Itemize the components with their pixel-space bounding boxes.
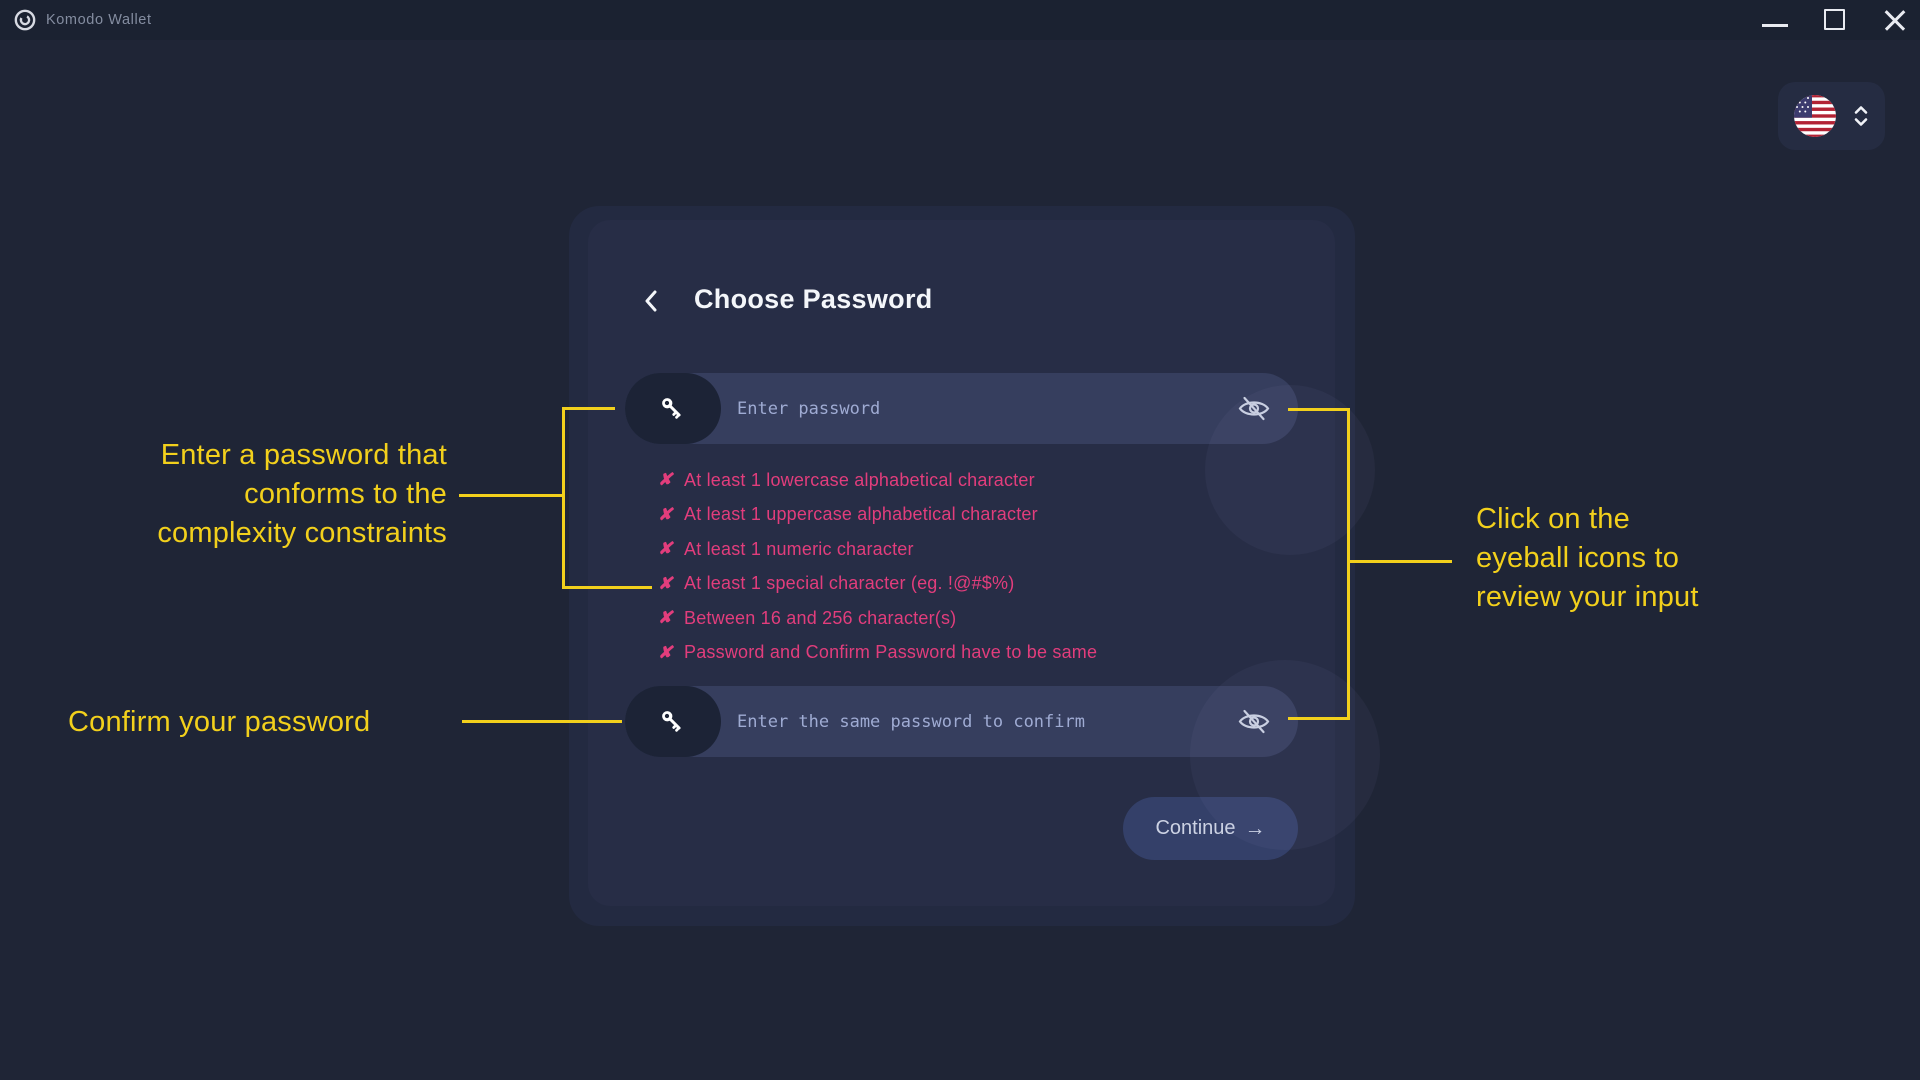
minimize-icon [1762, 24, 1788, 27]
connector-line [562, 586, 652, 589]
confirm-password-input[interactable] [737, 686, 1217, 757]
key-icon-badge [625, 686, 721, 757]
minimize-button[interactable] [1752, 0, 1798, 40]
requirement-text: At least 1 special character (eg. !@#$%) [684, 573, 1015, 593]
requirement-text: Between 16 and 256 character(s) [684, 607, 957, 628]
cross-mark-icon: ✘ [658, 573, 673, 593]
decorative-circle [1205, 385, 1375, 555]
requirement-text: At least 1 numeric character [684, 538, 914, 559]
maximize-button[interactable] [1812, 0, 1858, 40]
requirement-row: ✘ At least 1 numeric character [658, 535, 1097, 563]
connector-line [1347, 408, 1350, 720]
requirement-row: ✘ At least 1 special character (eg. !@#$… [658, 570, 1097, 598]
close-icon [1883, 8, 1907, 32]
cross-mark-icon: ✘ [658, 539, 673, 558]
connector-line [562, 407, 565, 589]
app-title: Komodo Wallet [46, 12, 152, 28]
password-input[interactable] [737, 373, 1217, 444]
eye-off-icon [1238, 709, 1270, 734]
sort-chevrons-icon [1852, 104, 1870, 133]
eye-off-icon [1238, 396, 1270, 421]
close-button[interactable] [1872, 0, 1918, 40]
toggle-password-visibility-button[interactable] [1234, 393, 1274, 425]
key-icon [662, 397, 681, 419]
connector-line [459, 494, 565, 497]
page-title: Choose Password [694, 284, 933, 314]
requirement-row: ✘ Between 16 and 256 character(s) [658, 604, 1097, 632]
connector-line [562, 407, 615, 410]
annotation-password-note: Enter a password that conforms to the co… [157, 439, 447, 549]
cross-mark-icon: ✘ [658, 470, 673, 489]
connector-line [1347, 560, 1452, 563]
arrow-right-icon: → [1244, 816, 1266, 840]
confirm-password-field[interactable] [625, 686, 1298, 757]
requirement-text: At least 1 lowercase alphabetical charac… [684, 469, 1035, 490]
cross-mark-icon: ✘ [658, 642, 673, 662]
toggle-confirm-visibility-button[interactable] [1234, 706, 1274, 738]
continue-button[interactable]: Continue → [1123, 797, 1298, 860]
choose-password-card: Choose Password ✘ [588, 220, 1335, 906]
annotation-eye-note: Click on the eyeball icons to review you… [1476, 503, 1699, 613]
annotation-confirm-note: Confirm your password [68, 706, 371, 738]
requirement-row: ✘ At least 1 lowercase alphabetical char… [658, 466, 1097, 494]
password-field[interactable] [625, 373, 1298, 444]
titlebar: Komodo Wallet [0, 0, 1920, 40]
back-button[interactable] [636, 286, 666, 316]
language-selector[interactable] [1778, 82, 1885, 150]
maximize-icon [1824, 9, 1845, 30]
cross-mark-icon: ✘ [658, 608, 673, 627]
key-icon-badge [625, 373, 721, 444]
requirement-text: At least 1 uppercase alphabetical charac… [684, 504, 1038, 524]
key-icon [662, 710, 681, 732]
requirement-text: Password and Confirm Password have to be… [684, 642, 1098, 662]
us-flag-icon [1793, 94, 1837, 138]
connector-line [1288, 408, 1350, 411]
connector-line [462, 720, 622, 723]
requirement-row: ✘ Password and Confirm Password have to … [658, 639, 1097, 667]
password-requirements-list: ✘ At least 1 lowercase alphabetical char… [658, 466, 1097, 667]
connector-line [1288, 717, 1350, 720]
continue-label: Continue [1155, 817, 1236, 839]
decorative-circle [1190, 660, 1380, 850]
chevron-left-icon [645, 290, 657, 312]
requirement-row: ✘ At least 1 uppercase alphabetical char… [658, 501, 1097, 529]
cross-mark-icon: ✘ [658, 504, 673, 524]
komodo-logo-icon [14, 9, 36, 31]
